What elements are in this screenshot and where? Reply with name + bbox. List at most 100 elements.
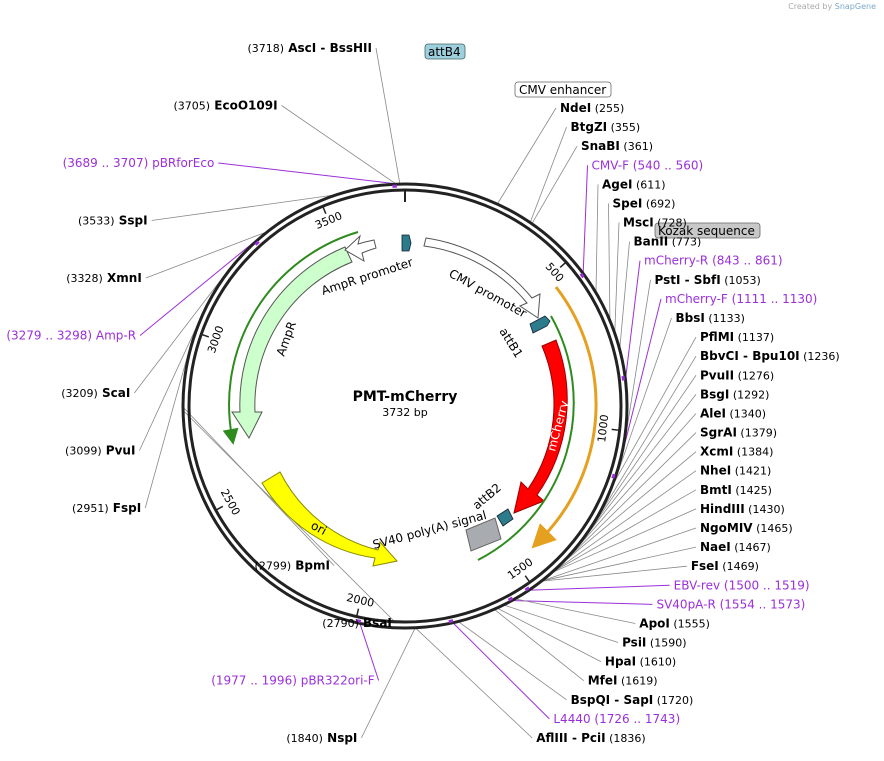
site-label-3705[interactable]: (3705) EcoO109I	[174, 99, 278, 113]
site-label-xcmi[interactable]: XcmI (1384)	[700, 445, 773, 459]
site-label-hindiii[interactable]: HindIII (1430)	[700, 502, 785, 516]
ori-label: ori	[309, 518, 329, 538]
cmv-promoter-arrow[interactable]	[423, 237, 541, 319]
site-label-apoi[interactable]: ApoI (1555)	[639, 616, 710, 630]
cmv-enhancer-label[interactable]: CMV enhancer	[519, 83, 606, 97]
site-label-3328[interactable]: (3328) XmnI	[66, 271, 142, 285]
site-label-fsei[interactable]: FseI (1469)	[691, 559, 759, 573]
site-label-2951[interactable]: (2951) FspI	[72, 501, 141, 515]
site-label-afliii[interactable]: AflIII - PciI (1836)	[536, 731, 646, 745]
site-label-pvuii[interactable]: PvuII (1276)	[700, 368, 774, 382]
site-position: (692)	[642, 197, 675, 210]
plasmid-backbone-outer	[181, 182, 629, 630]
site-label-snabi[interactable]: SnaBI (361)	[581, 139, 653, 153]
site-label-psii[interactable]: PsiI (1590)	[622, 636, 686, 650]
site-label-pbrforeco[interactable]: (3689 .. 3707) pBRforEco	[63, 156, 215, 170]
leader-line	[516, 598, 636, 624]
site-label-nhei[interactable]: NheI (1421)	[700, 464, 771, 478]
site-name: BsgI	[700, 387, 729, 401]
leader-line	[555, 489, 697, 571]
site-label-2799[interactable]: (2799) BpmI	[255, 559, 330, 573]
primer-site-mark	[356, 619, 362, 623]
leader-line	[497, 608, 602, 662]
site-name: BssHII	[325, 41, 372, 55]
mcherry-label: mCherry	[544, 399, 571, 453]
leader-line	[623, 279, 651, 451]
site-label-bbvci[interactable]: BbvCI - Bpu10I (1236)	[700, 349, 840, 363]
site-label-mcherry-r[interactable]: mCherry-R (843 .. 861)	[644, 254, 783, 268]
mcherry-orf-arc-green	[477, 315, 575, 561]
attb4-label-box[interactable]	[424, 43, 466, 60]
site-label-ndei[interactable]: NdeI (255)	[560, 101, 624, 115]
site-label-naei[interactable]: NaeI (1467)	[700, 540, 771, 554]
site-label-agei[interactable]: AgeI (611)	[602, 177, 666, 191]
site-name: SbfI	[690, 273, 721, 287]
site-label-hpai[interactable]: HpaI (1610)	[605, 655, 676, 669]
site-label-pflmi[interactable]: PflMI (1137)	[700, 330, 774, 344]
site-separator: -	[568, 731, 577, 745]
cmv-enhancer-label-box[interactable]	[514, 81, 612, 98]
site-label-3533[interactable]: (3533) SspI	[78, 214, 148, 228]
leader-line	[543, 546, 697, 581]
sv40-polya-block[interactable]	[465, 517, 502, 552]
cmv-promoter-label: CMV promoter	[447, 266, 529, 320]
site-label-btgzi[interactable]: BtgZI (355)	[571, 120, 641, 134]
attb2-site[interactable]	[496, 508, 514, 527]
site-position: (1619)	[618, 675, 658, 688]
site-label-mcherry-f[interactable]: mCherry-F (1111 .. 1130)	[665, 292, 817, 306]
site-label-3209[interactable]: (3209) ScaI	[61, 386, 130, 400]
leader-line	[577, 413, 697, 548]
leader-line	[530, 584, 670, 591]
site-position: (728)	[654, 217, 687, 230]
site-name: SapI	[619, 693, 653, 707]
attb1-site[interactable]	[529, 315, 551, 334]
site-label-ngomiv[interactable]: NgoMIV (1465)	[700, 521, 793, 535]
tick-mark	[201, 333, 210, 338]
attb4-label[interactable]: attB4	[428, 45, 461, 59]
site-label-bsgi[interactable]: BsgI (1292)	[700, 387, 769, 401]
site-label-sv40pa-r[interactable]: SV40pA-R (1554 .. 1573)	[656, 597, 805, 611]
site-position: (1276)	[734, 369, 774, 382]
site-name: NheI	[700, 464, 731, 478]
site-label-2790[interactable]: (2790) BsaI	[322, 616, 392, 630]
ampr-arrow[interactable]	[231, 246, 353, 440]
site-label-spei[interactable]: SpeI (692)	[613, 196, 676, 210]
attb2-label: attB2	[470, 481, 504, 513]
leader-line	[608, 203, 611, 318]
site-position: (1720)	[653, 694, 693, 707]
kozak-label-box[interactable]	[654, 222, 761, 239]
site-label-amp-r[interactable]: (3279 .. 3298) Amp-R	[6, 329, 136, 343]
site-name: PvuI	[102, 444, 136, 458]
site-label-banii[interactable]: BanII (773)	[634, 235, 702, 249]
site-position: (1430)	[745, 503, 785, 516]
site-name: PflMI	[700, 330, 734, 344]
ampr-promoter-arrow[interactable]	[344, 234, 377, 263]
site-label-sgrai[interactable]: SgrAI (1379)	[700, 426, 777, 440]
site-label-1840[interactable]: (1840) NspI	[286, 731, 357, 745]
leader-line	[504, 604, 619, 643]
attb4-site[interactable]	[401, 234, 412, 252]
site-label-msci[interactable]: MscI (728)	[623, 216, 687, 230]
site-label-pbr322ori-f[interactable]: (1977 .. 1996) pBR322ori-F	[211, 674, 375, 688]
site-label-3099[interactable]: (3099) PvuI	[65, 444, 135, 458]
site-label-cmv-f[interactable]: CMV-F (540 .. 560)	[592, 158, 704, 172]
site-label-bsshii[interactable]: (3718) AscI - BssHII	[247, 41, 372, 55]
mcherry-arrow[interactable]	[513, 339, 568, 514]
site-label-alei[interactable]: AleI (1340)	[700, 406, 766, 420]
tick-label: 500	[543, 260, 567, 284]
kozak-label[interactable]: Kozak sequence	[658, 224, 755, 238]
site-position: (1292)	[729, 388, 769, 401]
site-label-bmti[interactable]: BmtI (1425)	[700, 483, 772, 497]
tick-label: 3000	[205, 324, 227, 355]
leader-line	[614, 336, 697, 482]
site-label-l4440[interactable]: L4440 (1726 .. 1743)	[553, 712, 680, 726]
mcherry-orf-arc-orange	[531, 286, 598, 549]
site-label-bbsi[interactable]: BbsI (1133)	[676, 311, 745, 325]
site-name: (1726 .. 1743)	[591, 712, 681, 726]
ori-arrow[interactable]	[261, 471, 398, 567]
site-label-ebv-rev[interactable]: EBV-rev (1500 .. 1519)	[674, 578, 810, 592]
site-label-psti[interactable]: PstI - SbfI (1053)	[655, 273, 761, 287]
site-position: (3533)	[78, 215, 115, 228]
site-label-mfei[interactable]: MfeI (1619)	[588, 674, 658, 688]
site-label-bspqi[interactable]: BspQI - SapI (1720)	[571, 693, 694, 707]
